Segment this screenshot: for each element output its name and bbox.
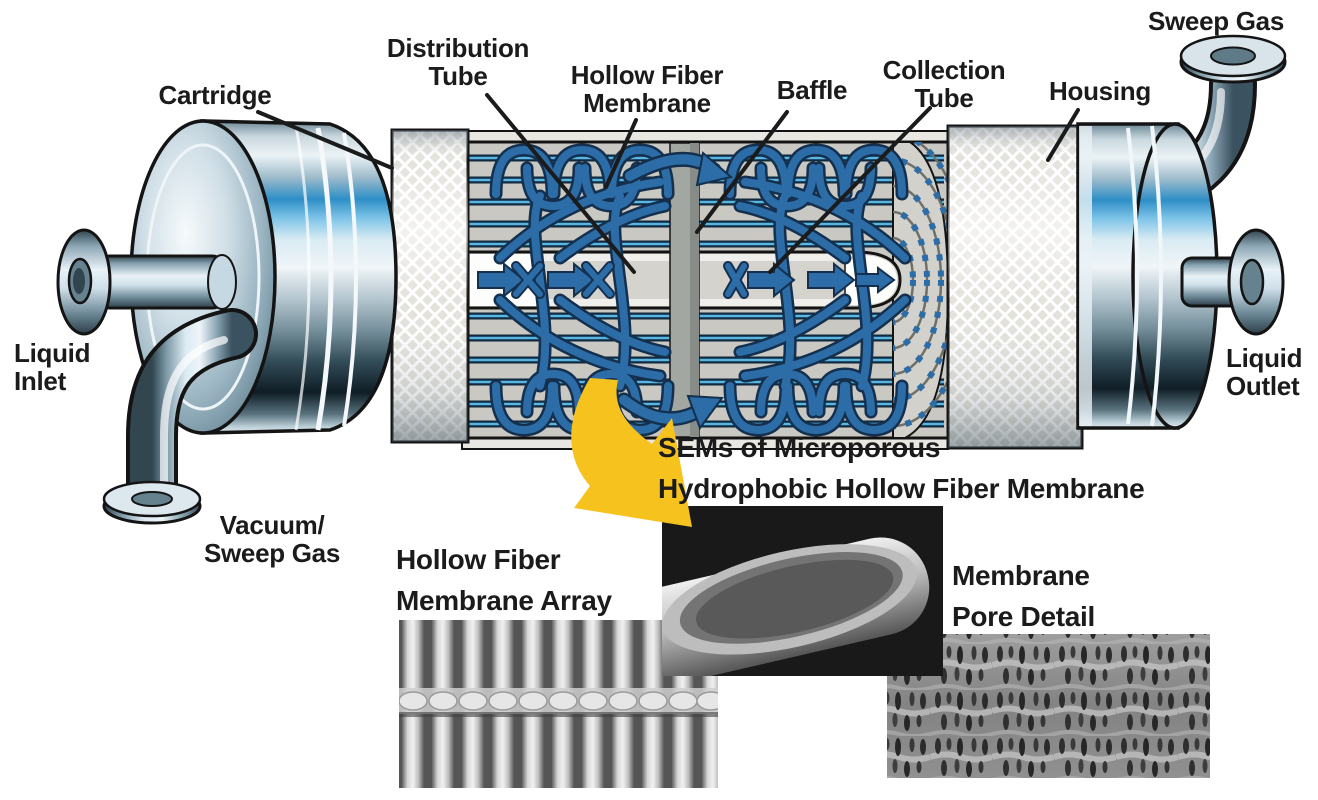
sem-single-fiber-image xyxy=(662,506,943,676)
cartridge-interior-cutaway xyxy=(460,130,950,450)
distribution-tube-leader xyxy=(485,93,636,274)
label-cartridge: Cartridge xyxy=(158,80,272,110)
sweep-gas-flange xyxy=(1179,34,1287,84)
leader-lines xyxy=(256,93,1080,274)
vacuum-sweep-gas-port xyxy=(102,308,258,525)
liquid-outlet-port xyxy=(1180,228,1285,336)
liquid-inlet-port xyxy=(56,228,237,336)
collection-tube-leader xyxy=(768,106,932,274)
baffle-circulation-arrows xyxy=(616,151,734,431)
baffle-graphic xyxy=(669,142,700,438)
label-sweep-gas: Sweep Gas xyxy=(1147,6,1285,36)
cartridge-leader xyxy=(256,110,394,170)
yellow-callout-arrow xyxy=(571,378,692,527)
flow-arrows xyxy=(477,261,896,299)
label-vacuum-sweep-gas: Vacuum/Sweep Gas xyxy=(203,510,341,568)
cartridge-mesh-left xyxy=(390,128,470,444)
baffle-leader xyxy=(695,110,789,234)
sem-fiber-array-image xyxy=(399,620,718,788)
label-baffle: Baffle xyxy=(776,75,848,105)
hollow-fiber-membrane-leader xyxy=(604,118,638,189)
housing-leader xyxy=(1046,108,1080,162)
label-housing: Housing xyxy=(1049,76,1151,106)
cartridge-mesh-right xyxy=(946,124,1084,450)
housing-body xyxy=(1076,122,1219,430)
fiber-end-arcs xyxy=(893,142,948,429)
flow-crossovers xyxy=(511,261,749,299)
